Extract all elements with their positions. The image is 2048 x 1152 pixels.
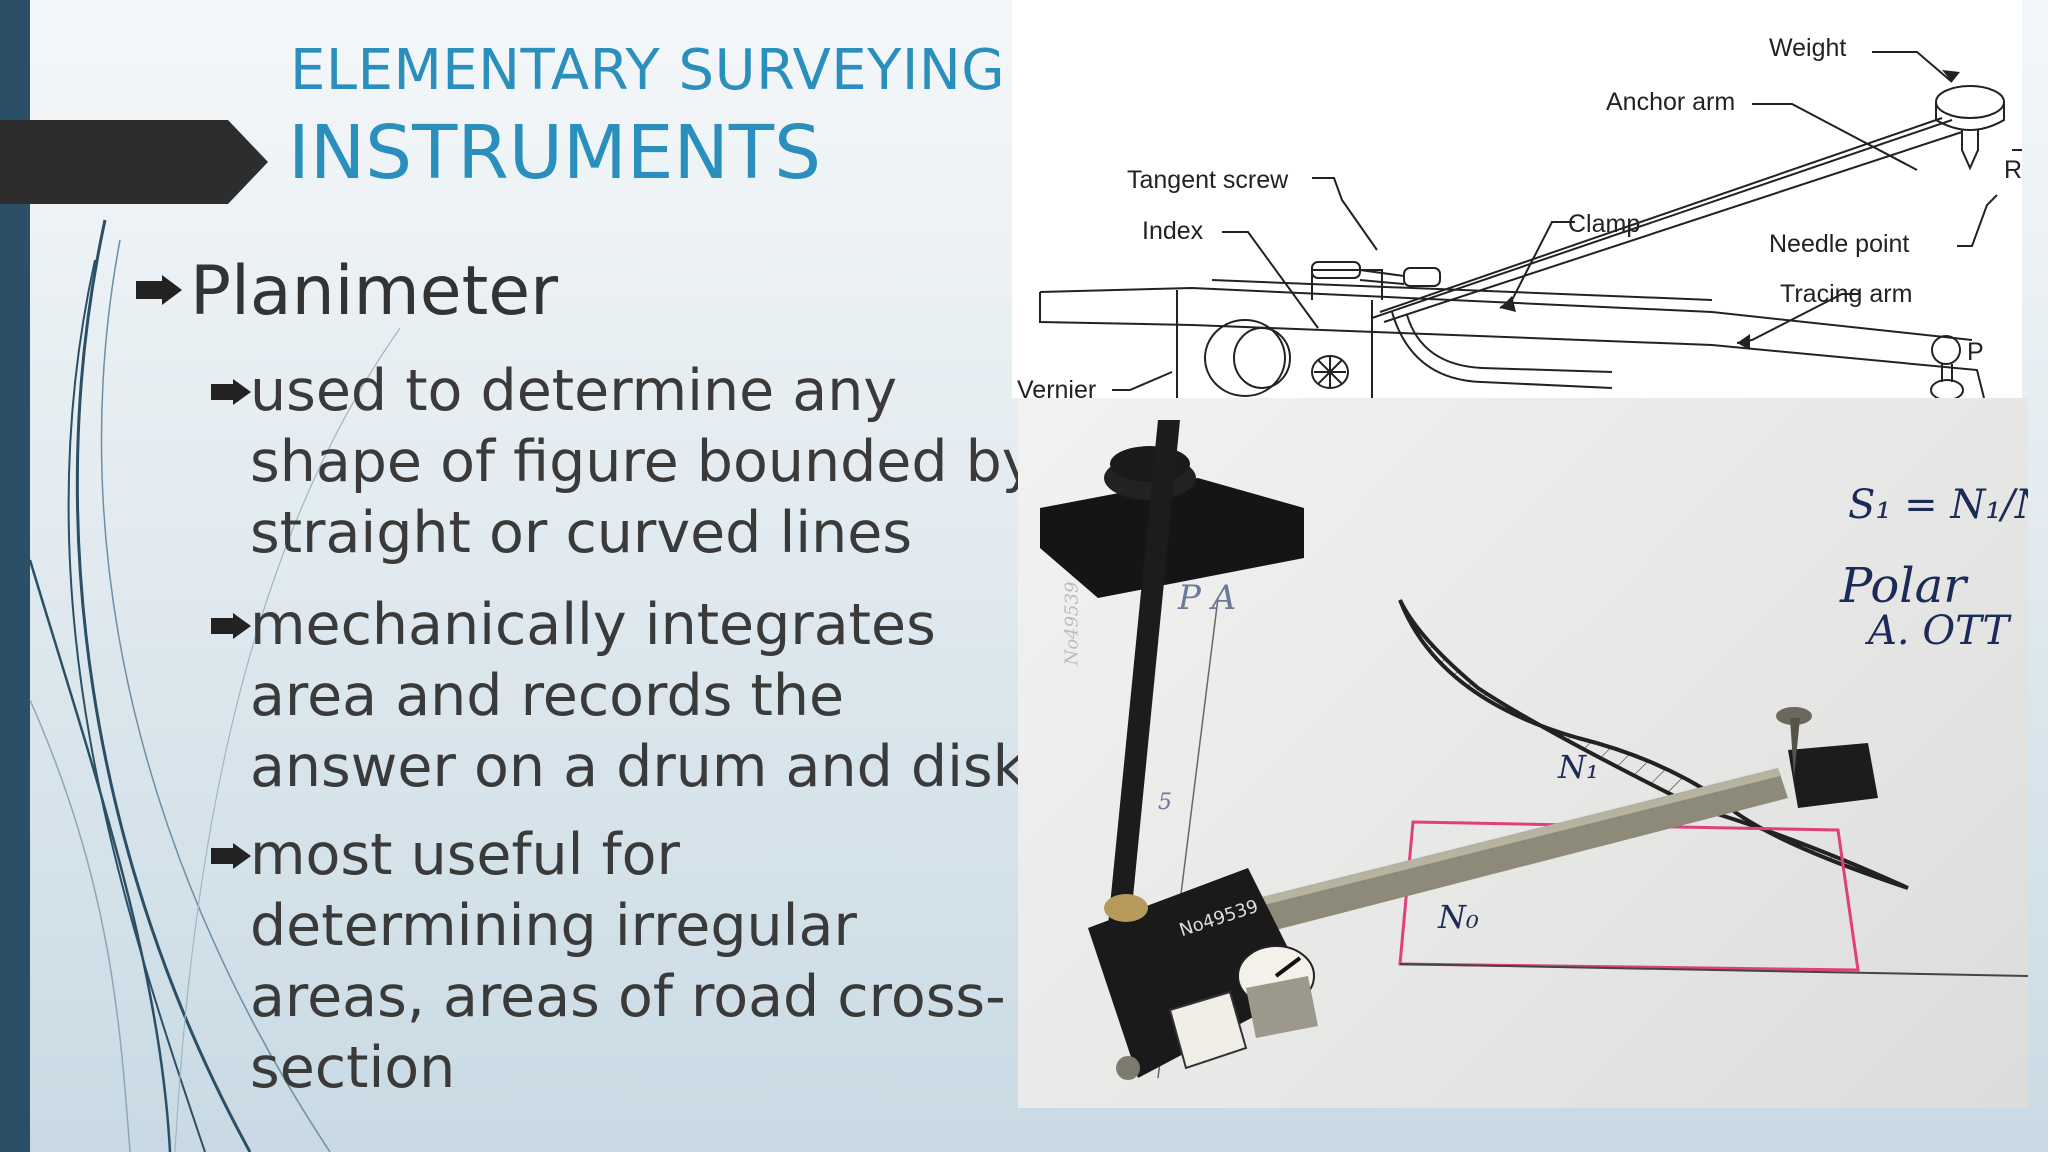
ott-text: A. OTT bbox=[1868, 608, 2010, 654]
label-needle-point: Needle point bbox=[1769, 230, 1910, 258]
label-vernier: Vernier bbox=[1017, 376, 1097, 398]
bullet-main-text: Planimeter bbox=[190, 252, 559, 331]
sub-bullet-text: mechanically integrates area and records… bbox=[250, 592, 1026, 800]
arrow-bullet-icon bbox=[211, 379, 251, 405]
formula-text: S₁ = N₁/N₀ · S bbox=[1848, 482, 2028, 528]
sub-bullet-2: mechanically integrates area and records… bbox=[211, 590, 1040, 803]
pa-marking: P A bbox=[1178, 578, 1237, 618]
label-tracing-arm: Tracing arm bbox=[1780, 280, 1913, 308]
arrow-bullet-icon bbox=[211, 613, 251, 639]
label-clamp: Clamp bbox=[1568, 210, 1641, 238]
sub-bullet-text: used to determine any shape of figure bo… bbox=[250, 358, 1036, 566]
label-index: Index bbox=[1142, 217, 1204, 245]
bullet-planimeter: Planimeter bbox=[134, 252, 558, 331]
decorative-swoosh-lines bbox=[28, 219, 400, 1152]
title-line-1: ELEMENTARY SURVEYING bbox=[290, 38, 1006, 103]
arrow-bullet-icon bbox=[136, 275, 182, 306]
polar-text: Polar bbox=[1840, 558, 1967, 614]
title-line-2: INSTRUMENTS bbox=[288, 110, 822, 196]
planimeter-diagram: Weight Anchor arm Tangent screw Index Cl… bbox=[1012, 0, 2022, 398]
scale-mark: 5 bbox=[1158, 790, 1172, 815]
arrow-bullet-icon bbox=[211, 843, 251, 869]
arm-engraving: No49539 bbox=[1061, 581, 1083, 666]
sub-bullet-1: used to determine any shape of figure bo… bbox=[211, 356, 1040, 569]
title-arrow-tab bbox=[0, 120, 268, 204]
label-tangent-screw: Tangent screw bbox=[1127, 166, 1289, 194]
label-anchor-arm: Anchor arm bbox=[1606, 88, 1736, 116]
label-r: R bbox=[2004, 156, 2022, 184]
planimeter-drawing bbox=[1039, 51, 2022, 398]
n1-label: N₁ bbox=[1558, 748, 1599, 786]
n0-label: N₀ bbox=[1438, 898, 1479, 936]
planimeter-photo: No49539 P A 5 S₁ = N₁/N₀ · S Polar A. OT… bbox=[1018, 398, 2028, 1108]
sub-bullet-3: most useful for determining irregular ar… bbox=[211, 820, 1040, 1104]
label-p: P bbox=[1967, 338, 1984, 366]
sub-bullet-text: most useful for determining irregular ar… bbox=[250, 822, 1006, 1101]
planimeter-photo-illustration bbox=[1040, 420, 2028, 1080]
label-weight: Weight bbox=[1769, 34, 1847, 62]
